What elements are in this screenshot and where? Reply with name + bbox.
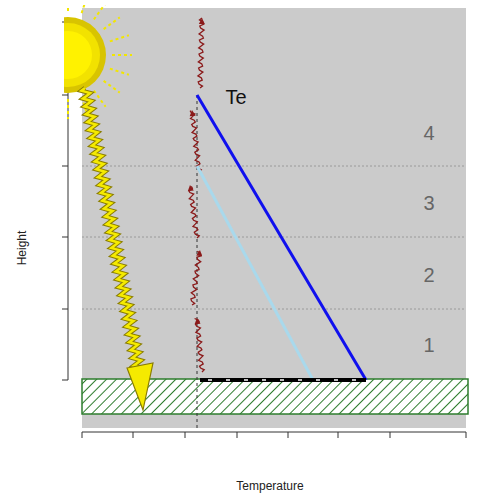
lapse-line-dark	[197, 95, 366, 380]
sun-ray	[110, 35, 129, 41]
axes	[62, 22, 466, 438]
sun-ray	[104, 81, 120, 93]
sun-ray	[82, 5, 88, 13]
reference-line	[197, 95, 198, 430]
infrared-head	[196, 250, 202, 256]
zone-number: 2	[423, 265, 434, 285]
lapse-line-light	[197, 166, 313, 380]
infrared-head	[190, 110, 196, 116]
sun-ray	[104, 17, 120, 29]
infrared-squiggle	[191, 251, 201, 305]
infrared-squiggle	[190, 111, 201, 172]
temperature-label: Te	[225, 87, 246, 107]
surface-line	[200, 378, 366, 382]
axis-title: Height	[16, 231, 28, 266]
infrared-squiggle	[198, 18, 204, 88]
sun-ray	[112, 54, 132, 56]
surface-line-dash	[208, 379, 366, 381]
solar-ray	[81, 88, 142, 371]
zone-number: 4	[423, 123, 434, 143]
zone-number: 1	[423, 335, 434, 355]
zone-number: 3	[423, 193, 434, 213]
infrared-squiggle	[195, 319, 205, 373]
sun-ray	[67, 99, 69, 119]
solar-radiation-arrow	[81, 88, 153, 410]
sun-ray	[110, 69, 129, 75]
sun-ray	[94, 91, 106, 107]
axis-title: Temperature	[236, 480, 303, 492]
sun-ray	[94, 5, 106, 19]
solar-arrowhead	[127, 363, 153, 410]
sun-ray	[67, 5, 69, 11]
infrared-arrows	[188, 18, 205, 372]
plot-panel	[82, 8, 466, 428]
sun	[64, 5, 132, 119]
zone-lines	[82, 166, 466, 309]
infrared-head	[195, 318, 201, 324]
infrared-head	[188, 185, 194, 191]
infrared-squiggle	[189, 186, 199, 238]
solar-ray-outline	[81, 88, 142, 371]
infrared-head	[199, 18, 205, 24]
